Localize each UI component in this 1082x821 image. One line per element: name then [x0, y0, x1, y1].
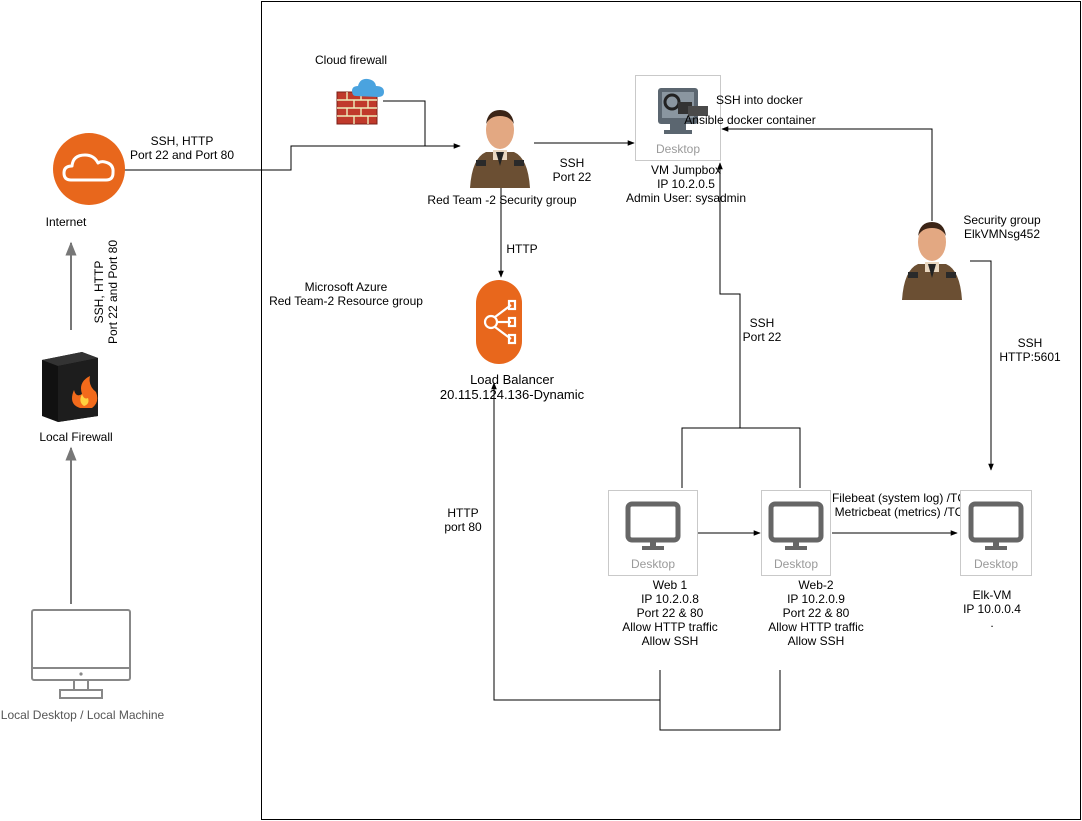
http-port80-line2: port 80 — [444, 520, 482, 534]
beats-line1: Filebeat (system log) /TCP — [831, 491, 975, 505]
web2-info: Web-2 IP 10.2.0.9 Port 22 & 80 Allow HTT… — [754, 578, 878, 648]
local-machine-label: Local Desktop / Local Machine — [0, 708, 165, 722]
jumpbox-note2: Ansible docker container — [684, 113, 816, 127]
elk-link-line1: SSH — [1017, 336, 1043, 350]
web1-caption: Desktop — [630, 557, 676, 571]
elk-vm-dot: . — [990, 616, 994, 630]
internet-label: Internet — [45, 215, 87, 229]
local-link-line2: Port 22 and Port 80 — [106, 239, 120, 345]
elk-sg-line2: ElkVMNsg452 — [963, 227, 1041, 241]
local-firewall-label: Local Firewall — [39, 430, 113, 444]
beats-label: Filebeat (system log) /TCP Metricbeat (m… — [828, 491, 978, 519]
web2-up-link — [740, 427, 801, 488]
load-balancer-icon — [476, 280, 522, 364]
internet-node[interactable] — [52, 132, 126, 206]
web1-ports: Port 22 & 80 — [636, 606, 704, 620]
web1-http: Allow HTTP traffic — [622, 620, 718, 634]
local-link-line1: SSH, HTTP — [92, 260, 106, 324]
azure-boundary — [261, 1, 1081, 820]
security-guard-icon — [470, 110, 530, 188]
desktop-monitor-icon — [625, 501, 681, 550]
jumpbox-ip: IP 10.2.0.5 — [657, 177, 715, 191]
web1-ssh: Allow SSH — [641, 634, 699, 648]
jumpbox-caption: Desktop — [655, 142, 701, 156]
elk-sg-to-elk-arrow — [970, 260, 994, 471]
ssh-web-label: SSH Port 22 — [734, 316, 790, 344]
elk-sg-node[interactable] — [898, 214, 966, 300]
webs-to-jumpbox-arrow — [717, 162, 741, 428]
cloud-icon — [53, 133, 125, 205]
ssh-web-line1: SSH — [749, 316, 775, 330]
web1-ip: IP 10.2.0.8 — [641, 592, 699, 606]
cloud-firewall-node[interactable] — [334, 74, 386, 126]
elk-vm-node[interactable]: Desktop — [960, 490, 1032, 576]
firewall-box-icon — [42, 352, 98, 422]
web2-ports: Port 22 & 80 — [782, 606, 850, 620]
red-team-sg-node[interactable] — [466, 102, 534, 188]
web2-ssh: Allow SSH — [787, 634, 845, 648]
local-machine-node[interactable] — [30, 608, 134, 702]
azure-line1: Microsoft Azure — [304, 280, 388, 294]
cloud-firewall-link — [383, 100, 426, 146]
ssh-jumpbox-label: SSH Port 22 — [544, 156, 600, 184]
web1-down-link — [659, 670, 781, 731]
elk-link-line2: HTTP:5601 — [999, 350, 1061, 364]
monitor-icon — [31, 609, 131, 699]
elk-vm-name: Elk-VM — [972, 588, 1012, 602]
internet-to-sg-arrow — [124, 143, 461, 171]
load-balancer-node[interactable] — [475, 279, 523, 365]
elk-sg-line1: Security group — [963, 213, 1041, 227]
http-port80-label: HTTP port 80 — [436, 506, 490, 534]
desktop-monitor-icon — [968, 501, 1024, 550]
ssh-jumpbox-line2: Port 22 — [552, 170, 592, 184]
local-firewall-node[interactable] — [38, 346, 104, 424]
local-link-label: SSH, HTTP Port 22 and Port 80 — [92, 232, 120, 352]
jumpbox-info: VM Jumpbox IP 10.2.0.5 Admin User: sysad… — [616, 163, 756, 205]
azure-line2: Red Team-2 Resource group — [269, 294, 423, 308]
elk-vm-info: Elk-VM IP 10.0.0.4 . — [940, 588, 1044, 630]
ssh-web-line2: Port 22 — [742, 330, 782, 344]
desktop-monitor-icon — [768, 501, 824, 550]
internet-link-line2: Port 22 and Port 80 — [129, 148, 235, 162]
web1-info: Web 1 IP 10.2.0.8 Port 22 & 80 Allow HTT… — [608, 578, 732, 648]
elk-link-label: SSH HTTP:5601 — [996, 336, 1064, 364]
load-balancer-label: Load Balancer 20.115.124.136-Dynamic — [422, 372, 602, 402]
jumpbox-name: VM Jumpbox — [650, 163, 722, 177]
internet-link-label: SSH, HTTP Port 22 and Port 80 — [126, 134, 238, 162]
red-team-sg-label: Red Team -2 Security group — [427, 193, 577, 207]
web1-node[interactable]: Desktop — [608, 490, 698, 576]
cloud-firewall-icon — [336, 78, 384, 125]
web2-http: Allow HTTP traffic — [768, 620, 864, 634]
beats-line2: Metricbeat (metrics) /TCP — [834, 505, 972, 519]
security-guard-icon — [902, 222, 962, 300]
elk-vm-ip: IP 10.0.0.4 — [963, 602, 1021, 616]
elk-sg-label: Security group ElkVMNsg452 — [952, 213, 1052, 241]
cloud-firewall-label: Cloud firewall — [314, 53, 388, 67]
web2-caption: Desktop — [773, 557, 819, 571]
web2-name: Web-2 — [798, 578, 834, 592]
web1-name: Web 1 — [652, 578, 688, 592]
http-port80-line1: HTTP — [447, 506, 479, 520]
load-balancer-line1: Load Balancer — [470, 372, 554, 387]
elk-vm-caption: Desktop — [973, 557, 1019, 571]
azure-label: Microsoft Azure Red Team-2 Resource grou… — [264, 280, 428, 308]
docker-server-icon — [658, 88, 708, 134]
web1-up-link — [681, 427, 740, 488]
web2-node[interactable]: Desktop — [761, 490, 831, 576]
elk-sg-to-jumpbox-arrow — [721, 126, 933, 221]
jumpbox-note1: SSH into docker — [716, 93, 803, 107]
load-balancer-line2: 20.115.124.136-Dynamic — [439, 387, 585, 402]
web2-ip: IP 10.2.0.9 — [787, 592, 845, 606]
internet-link-line1: SSH, HTTP — [150, 134, 214, 148]
webs-to-lb-arrow — [491, 382, 660, 701]
jumpbox-admin: Admin User: sysadmin — [625, 191, 747, 205]
ssh-jumpbox-line1: SSH — [559, 156, 585, 170]
jumpbox-node[interactable]: Desktop — [635, 75, 721, 161]
http-lb-label: HTTP — [506, 242, 538, 256]
